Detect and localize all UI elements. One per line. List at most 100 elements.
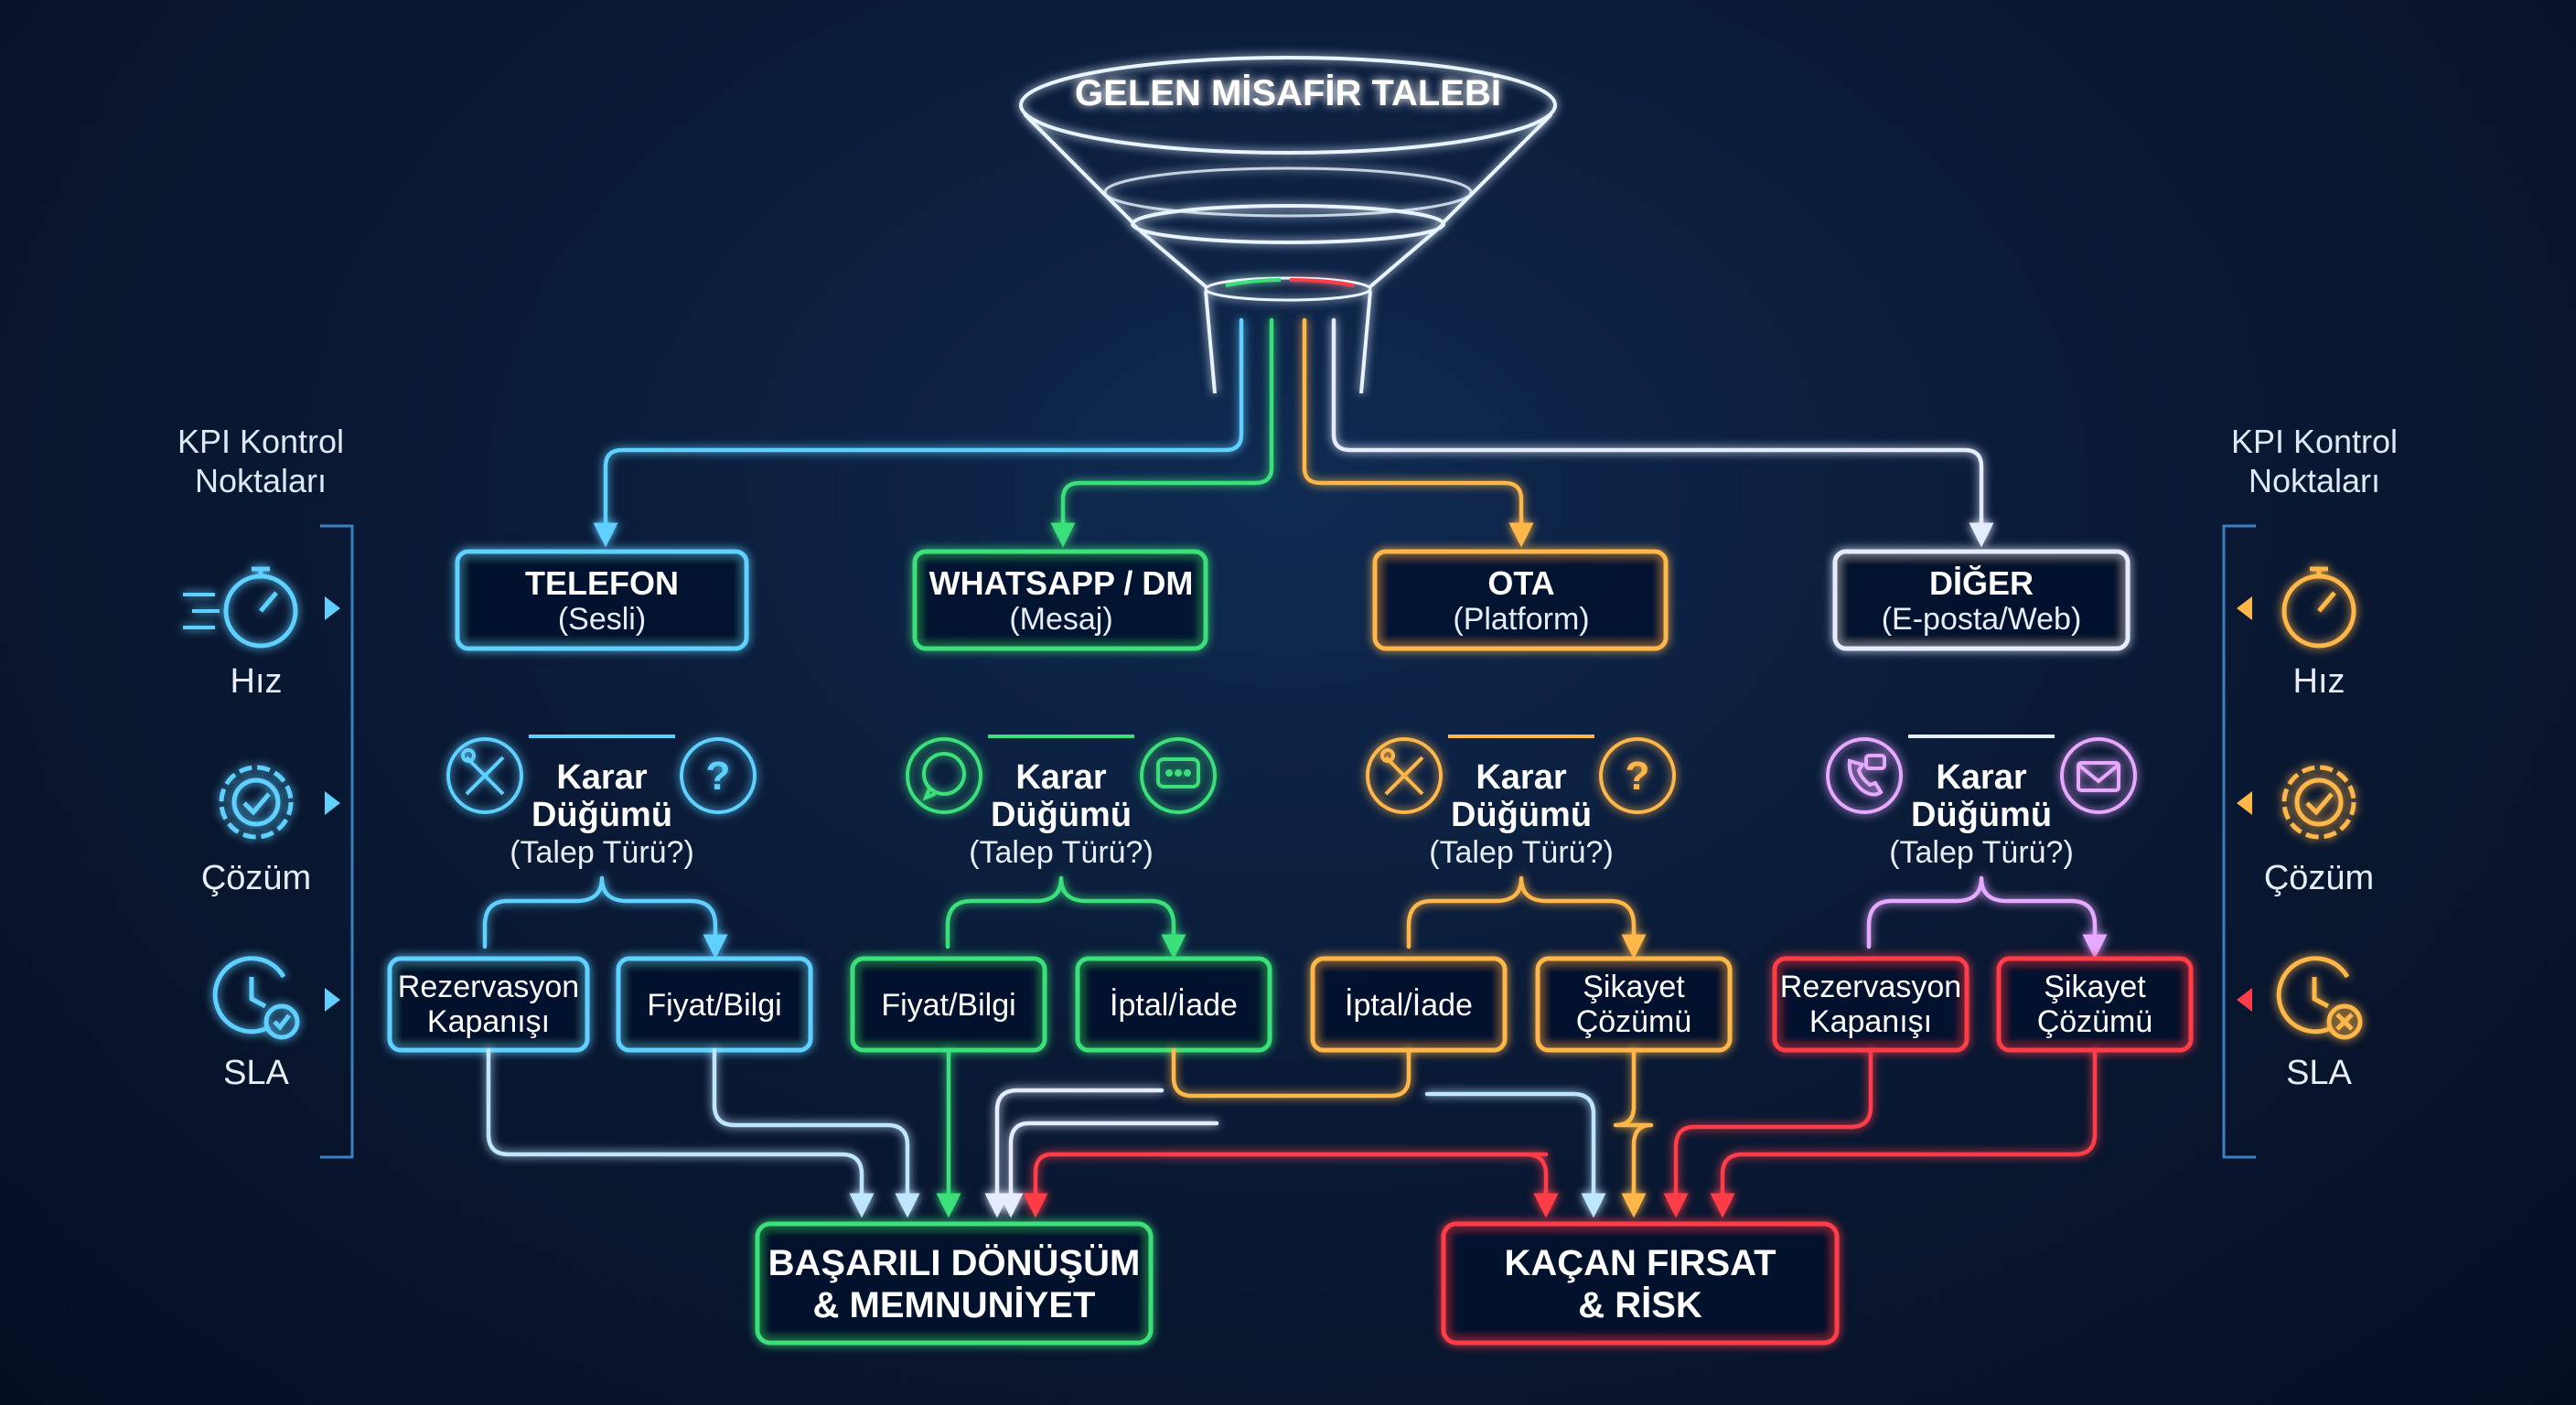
kpi-right-label-cozum: Çözüm xyxy=(2264,859,2374,897)
envelope-icon xyxy=(2060,737,2137,814)
flow-risk-return xyxy=(1023,1152,1549,1218)
channel-sub-telefon: (Sesli) xyxy=(558,602,646,637)
flow-whatsapp-iptal-down xyxy=(1171,1047,1411,1099)
leaf-label-ota-1: İptal/İade xyxy=(1345,988,1473,1023)
channel-telefon: TELEFON (Sesli) ? Karar Düğümü (Talep Tü… xyxy=(387,549,813,1053)
decision-title-telefon: Karar xyxy=(556,758,647,797)
outcome-success-line1: BAŞARILI DÖNÜŞÜM xyxy=(768,1242,1141,1283)
leaf-label-whatsapp-2: İptal/İade xyxy=(1110,988,1238,1023)
split-telefon xyxy=(482,875,715,947)
outcome-risk-box[interactable] xyxy=(1441,1221,1840,1346)
flow-diger xyxy=(1331,317,1994,548)
decision-title2-diger: Düğümü xyxy=(1911,796,2052,834)
funnel: GELEN MİSAFİR TALEBİ xyxy=(1019,56,1557,394)
gear-check-icon xyxy=(2281,765,2356,840)
channel-name-telefon: TELEFON xyxy=(525,564,679,602)
gear-check-icon xyxy=(219,765,294,840)
decision-sub-diger: (Talep Türü?) xyxy=(1889,835,2074,870)
channel-name-ota: OTA xyxy=(1487,564,1554,602)
svg-text:?: ? xyxy=(706,754,731,799)
channel-sub-ota: (Platform) xyxy=(1453,602,1589,637)
kpi-left-bracket xyxy=(320,524,354,1159)
kpi-left-label-sla: SLA xyxy=(223,1054,289,1092)
kpi-left-label-cozum: Çözüm xyxy=(201,859,311,897)
kpi-right-label-hiz: Hız xyxy=(2293,662,2345,701)
decision-title2-whatsapp: Düğümü xyxy=(991,796,1132,834)
outcome-risk-line2: & RİSK xyxy=(1578,1285,1702,1325)
leaf-label-diger-2b: Çözümü xyxy=(2037,1004,2153,1039)
channel-sub-whatsapp: (Mesaj) xyxy=(1009,602,1112,637)
leaf-label-diger-2a: Şikayet xyxy=(2044,970,2146,1004)
channel-name-whatsapp: WHATSAPP / DM xyxy=(929,564,1194,602)
phone-chat-icon xyxy=(1826,737,1903,814)
leaf-label-telefon-2: Fiyat/Bilgi xyxy=(647,988,781,1023)
clock-x-icon xyxy=(2276,956,2363,1040)
question-icon: ? xyxy=(1599,737,1676,814)
outcome-success: BAŞARILI DÖNÜŞÜM & MEMNUNİYET xyxy=(755,1221,1154,1346)
kpi-left-heading-2: Noktaları xyxy=(195,462,327,499)
channel-ota: OTA (Platform) ? Karar Düğümü (Talep Tür… xyxy=(1310,549,1733,1053)
kpi-left-pointer-cozum xyxy=(325,791,340,815)
flow-telefon-fiyat-to-success xyxy=(712,1047,920,1218)
decision-title2-telefon: Düğümü xyxy=(531,796,672,834)
tools-icon xyxy=(446,737,523,814)
outcome-success-box[interactable] xyxy=(755,1221,1154,1346)
channel-name-diger: DİĞER xyxy=(1929,564,2034,602)
tools-icon xyxy=(1366,737,1443,814)
decision-title-ota: Karar xyxy=(1476,758,1566,797)
flow-telefon-rez-to-success xyxy=(486,1047,875,1218)
flow-diger-sikayet-to-risk xyxy=(1710,1047,2098,1218)
leaf-label-diger-1a: Rezervasyon xyxy=(1780,970,1961,1004)
clock-check-icon xyxy=(212,956,300,1040)
svg-text:?: ? xyxy=(1626,754,1650,799)
decision-sub-ota: (Talep Türü?) xyxy=(1429,835,1614,870)
kpi-left-pointer-sla xyxy=(325,988,340,1012)
leaf-label-ota-2b: Çözümü xyxy=(1576,1004,1692,1039)
channel-diger: DİĞER (E-posta/Web) Karar Düğümü (Talep … xyxy=(1772,549,2194,1053)
funnel-title: GELEN MİSAFİR TALEBİ xyxy=(1075,73,1501,113)
kpi-right-heading-2: Noktaları xyxy=(2249,462,2380,499)
funnel-icon xyxy=(1019,56,1557,394)
kpi-right-heading-1: KPI Kontrol xyxy=(2231,423,2398,460)
question-icon: ? xyxy=(680,737,757,814)
leaf-label-ota-2a: Şikayet xyxy=(1583,970,1685,1004)
kpi-right-pointer-hiz xyxy=(2237,596,2252,620)
kpi-right: KPI Kontrol Noktaları Hız Çözüm SLA xyxy=(2222,423,2398,1159)
bottom-flows xyxy=(486,1047,2098,1218)
flow-ota-sikayet-to-risk xyxy=(1613,1047,1654,1218)
decision-title-whatsapp: Karar xyxy=(1015,758,1106,797)
outcome-success-line2: & MEMNUNİYET xyxy=(813,1285,1096,1325)
kpi-right-bracket xyxy=(2222,524,2256,1159)
leaf-label-whatsapp-1: Fiyat/Bilgi xyxy=(881,988,1015,1023)
decision-title-diger: Karar xyxy=(1936,758,2026,797)
whatsapp-icon xyxy=(906,737,982,814)
stopwatch-icon xyxy=(2281,566,2356,649)
kpi-right-label-sla: SLA xyxy=(2286,1054,2352,1092)
split-ota xyxy=(1406,875,1634,947)
kpi-right-pointer-cozum xyxy=(2237,791,2252,815)
split-whatsapp xyxy=(945,875,1174,947)
kpi-left: KPI Kontrol Noktaları Hız Çözüm SLA xyxy=(177,423,354,1159)
kpi-left-label-hiz: Hız xyxy=(231,662,283,701)
flow-telefon xyxy=(593,317,1244,548)
flow-whatsapp-iptal-to-success xyxy=(984,1088,1165,1218)
stopwatch-icon xyxy=(183,566,298,649)
decision-sub-whatsapp: (Talep Türü?) xyxy=(969,835,1154,870)
chat-bubble-icon xyxy=(1140,737,1217,814)
kpi-left-heading-1: KPI Kontrol xyxy=(177,423,344,460)
decision-title2-ota: Düğümü xyxy=(1451,796,1592,834)
flow-ota-iptal-to-success xyxy=(998,1121,1219,1218)
leaf-label-telefon-1a: Rezervasyon xyxy=(398,970,579,1004)
flow-ota xyxy=(1302,317,1534,548)
top-flows xyxy=(593,317,1994,548)
decision-sub-telefon: (Talep Türü?) xyxy=(510,835,694,870)
flow-ota-iptal-to-risk xyxy=(1424,1091,1606,1218)
split-diger xyxy=(1866,875,2095,947)
flow-to-risk-1 xyxy=(1159,1152,1559,1218)
flow-diger-rez-to-risk xyxy=(1663,1047,1873,1218)
kpi-left-pointer-hiz xyxy=(325,596,340,620)
leaf-label-diger-1b: Kapanışı xyxy=(1809,1004,1932,1039)
leaf-label-telefon-1b: Kapanışı xyxy=(427,1004,550,1039)
channel-sub-diger: (E-posta/Web) xyxy=(1882,602,2082,637)
